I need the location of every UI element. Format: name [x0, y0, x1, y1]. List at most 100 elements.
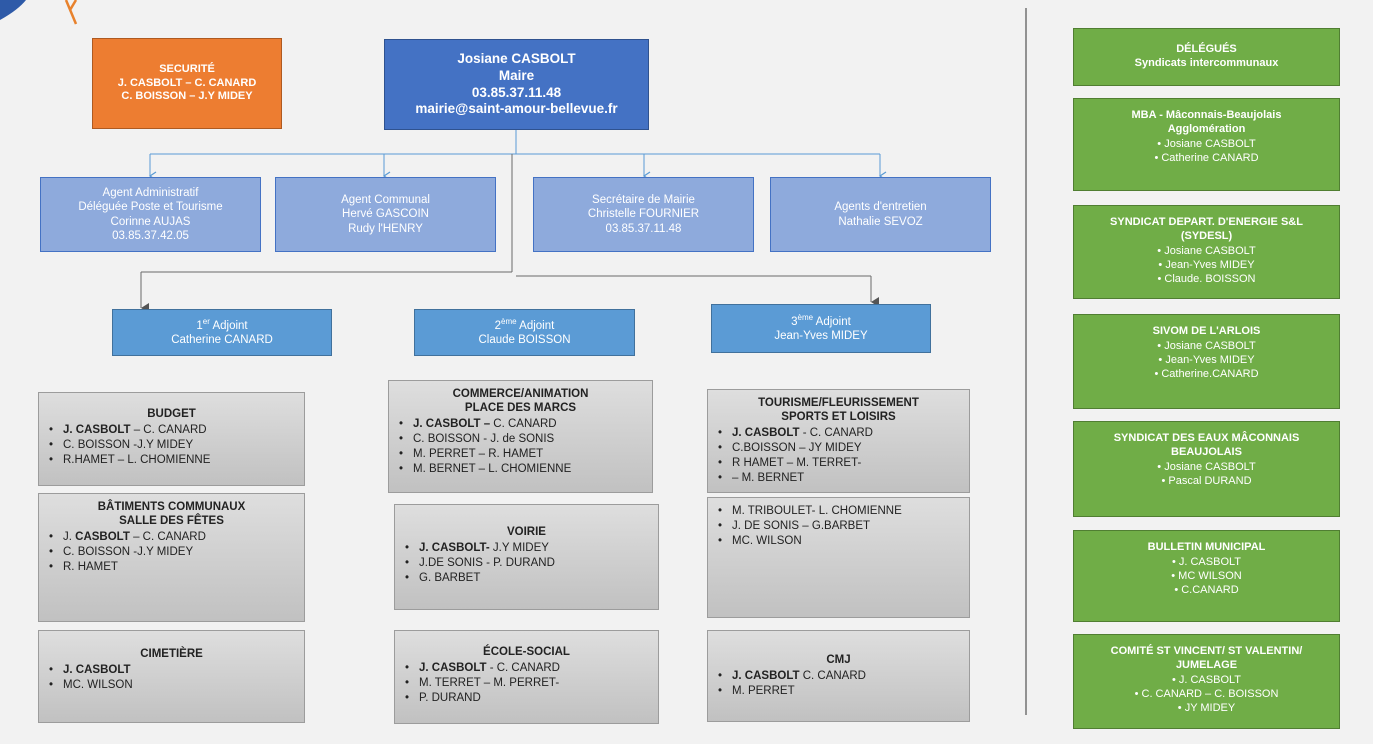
- member-item: C. BOISSON - J. de SONIS: [397, 432, 644, 447]
- member-item: R.HAMET – L. CHOMIENNE: [47, 453, 296, 468]
- securite-box: SECURITÉ J. CASBOLT – C. CANARD C. BOISS…: [92, 38, 282, 129]
- member-item: M. TRIBOULET- L. CHOMIENNE: [716, 504, 961, 519]
- syndicat-title: JUMELAGE: [1175, 658, 1238, 671]
- member-item: J. DE SONIS – G.BARBET: [716, 519, 961, 534]
- maire-role: Maire: [498, 67, 535, 83]
- agent-line: Hervé GASCOIN: [342, 208, 429, 221]
- commission-title: PLACE DES MARCS: [464, 402, 577, 415]
- member-item: C.BOISSON – JY MIDEY: [716, 441, 961, 456]
- adjoint-box: 3ème Adjoint Jean-Yves MIDEY: [711, 304, 931, 353]
- syndicat-member: J. CASBOLT: [1078, 555, 1335, 569]
- agent-line: Agent Administratif: [102, 186, 199, 199]
- member-item: M. PERRET – R. HAMET: [397, 447, 644, 462]
- syndicat-title: MBA - Mâconnais-Beaujolais: [1131, 109, 1282, 121]
- agent-line: Christelle FOURNIER: [587, 208, 700, 221]
- commission-title: TOURISME/FLEURISSEMENT: [758, 397, 919, 409]
- syndicat-box: SYNDICAT DES EAUX MÂCONNAISBEAUJOLAISJos…: [1073, 421, 1340, 517]
- member-item: J. CASBOLT - C. CANARD: [403, 661, 650, 676]
- commission-title: ÉCOLE-SOCIAL: [483, 646, 570, 658]
- member-list: J. CASBOLTMC. WILSON: [47, 663, 296, 693]
- maire-phone: 03.85.37.11.48: [471, 84, 562, 100]
- syndicat-member: Josiane CASBOLT: [1078, 339, 1335, 353]
- syndicat-title: COMITÉ ST VINCENT/ ST VALENTIN/: [1110, 645, 1303, 657]
- adjoint-name: Catherine CANARD: [171, 334, 273, 347]
- member-item: M. TERRET – M. PERRET-: [403, 676, 650, 691]
- syndicat-member: C. CANARD – C. BOISSON: [1078, 687, 1335, 701]
- member-item: J. CASBOLT C. CANARD: [716, 669, 961, 684]
- member-item: P. DURAND: [403, 691, 650, 706]
- syndicat-box: BULLETIN MUNICIPALJ. CASBOLTMC WILSONC.C…: [1073, 530, 1340, 622]
- commission-box: ÉCOLE-SOCIAL J. CASBOLT - C. CANARDM. TE…: [394, 630, 659, 724]
- syndicat-member: JY MIDEY: [1078, 701, 1335, 715]
- agent-line: 03.85.37.42.05: [112, 229, 189, 242]
- agent-box: Agent Communal Hervé GASCOIN Rudy l'HENR…: [275, 177, 496, 252]
- adjoint-name: Jean-Yves MIDEY: [774, 330, 868, 343]
- commission-title: BÂTIMENTS COMMUNAUX: [97, 501, 246, 513]
- syndicat-member: Jean-Yves MIDEY: [1078, 353, 1335, 367]
- syndicat-box: SYNDICAT DEPART. D'ENERGIE S&L(SYDESL) Jo…: [1073, 205, 1340, 299]
- commission-box: M. TRIBOULET- L. CHOMIENNEJ. DE SONIS – …: [707, 497, 970, 618]
- adjoint-box: 2ème Adjoint Claude BOISSON: [414, 309, 635, 356]
- agent-line: Agents d'entretien: [834, 201, 927, 214]
- agent-line: Secrétaire de Mairie: [592, 193, 695, 206]
- syndicat-member: Josiane CASBOLT: [1078, 244, 1335, 258]
- member-item: G. BARBET: [403, 571, 650, 586]
- syndicat-title: Syndicats intercommunaux: [1134, 56, 1279, 69]
- syndicat-member: J. CASBOLT: [1078, 673, 1335, 687]
- syndicat-title: DÉLÉGUÉS: [1176, 43, 1237, 55]
- adjoint-title: 3ème Adjoint: [791, 313, 851, 329]
- member-item: M. BERNET – L. CHOMIENNE: [397, 462, 644, 477]
- securite-line: C. BOISSON – J.Y MIDEY: [121, 90, 253, 103]
- agent-box: Agents d'entretien Nathalie SEVOZ: [770, 177, 991, 252]
- syndicat-title: SIVOM DE L'ARLOIS: [1152, 325, 1261, 337]
- syndicat-member: Jean-Yves MIDEY: [1078, 258, 1335, 272]
- agent-box: Secrétaire de Mairie Christelle FOURNIER…: [533, 177, 754, 252]
- agent-box: Agent Administratif Déléguée Poste et To…: [40, 177, 261, 252]
- commission-title: VOIRIE: [507, 526, 546, 538]
- syndicat-box: SIVOM DE L'ARLOIS Josiane CASBOLTJean-Yve…: [1073, 314, 1340, 409]
- agent-line: Nathalie SEVOZ: [838, 215, 923, 228]
- agent-line: Corinne AUJAS: [110, 215, 191, 228]
- commission-title: COMMERCE/ANIMATION: [452, 388, 589, 400]
- member-item: MC. WILSON: [716, 534, 961, 549]
- agent-line: 03.85.37.11.48: [605, 222, 682, 235]
- agent-line: Déléguée Poste et Tourisme: [78, 201, 223, 214]
- member-item: J. CASBOLT – C. CANARD: [47, 423, 296, 438]
- member-item: MC. WILSON: [47, 678, 296, 693]
- syndicat-title: SYNDICAT DEPART. D'ENERGIE S&L: [1110, 216, 1303, 228]
- agent-line: Agent Communal: [341, 193, 430, 206]
- maire-email: mairie@saint-amour-bellevue.fr: [415, 101, 618, 117]
- securite-line: J. CASBOLT – C. CANARD: [117, 76, 257, 89]
- commission-title: CIMETIÈRE: [140, 648, 203, 660]
- syndicat-member: Catherine.CANARD: [1078, 367, 1335, 381]
- syndicat-title: (SYDESL): [1180, 229, 1233, 242]
- syndicat-member: Josiane CASBOLT: [1078, 460, 1335, 474]
- member-list: M. TRIBOULET- L. CHOMIENNEJ. DE SONIS – …: [716, 504, 961, 549]
- agent-line: Rudy l'HENRY: [348, 222, 423, 235]
- syndicat-member: MC WILSON: [1078, 569, 1335, 583]
- adjoint-title: 1er Adjoint: [196, 317, 248, 333]
- syndicat-box: MBA - Mâconnais-BeaujolaisAgglomérationJ…: [1073, 98, 1340, 191]
- member-item: M. PERRET: [716, 684, 961, 699]
- commission-box: CIMETIÈRE J. CASBOLTMC. WILSON: [38, 630, 305, 723]
- logo-graphic: [0, 0, 78, 25]
- member-list: J. CASBOLT C. CANARDM. PERRET: [716, 669, 961, 699]
- syndicat-title: BULLETIN MUNICIPAL: [1147, 541, 1266, 553]
- maire-box: Josiane CASBOLT Maire 03.85.37.11.48 mai…: [384, 39, 649, 130]
- member-item: J. CASBOLT- J.Y MIDEY: [403, 541, 650, 556]
- syndicat-title: BEAUJOLAIS: [1171, 445, 1242, 458]
- commission-box: CMJ J. CASBOLT C. CANARDM. PERRET: [707, 630, 970, 722]
- syndicat-member: Catherine CANARD: [1078, 151, 1335, 165]
- commission-title: SPORTS ET LOISIRS: [781, 411, 896, 424]
- member-item: J. CASBOLT: [47, 663, 296, 678]
